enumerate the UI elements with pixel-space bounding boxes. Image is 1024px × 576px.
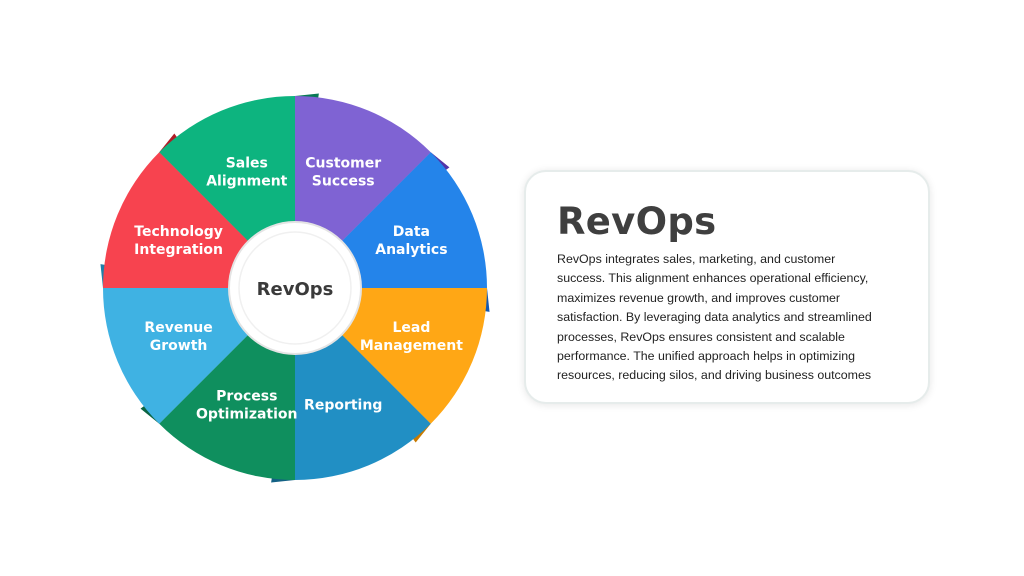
segment-reporting [295, 330, 431, 480]
segment-process-optimization-label-line: Optimization [196, 406, 297, 422]
segment-data-analytics-label-line: Data [393, 224, 430, 240]
segment-customer-success-label-line: Success [312, 174, 375, 190]
segment-revenue-growth [103, 288, 253, 424]
segment-revenue-growth-label-line: Growth [150, 338, 208, 354]
segment-data-analytics [337, 152, 487, 288]
description-card: RevOps RevOps integrates sales, marketin… [524, 170, 930, 404]
card-body-line: RevOps integrates sales, marketing, and … [557, 252, 836, 266]
card-body-line: success. This alignment enhances operati… [557, 271, 869, 286]
segment-sales-alignment [159, 96, 295, 246]
card-body-line: satisfaction. By leveraging data analyti… [557, 310, 872, 325]
segment-sales-alignment-label-line: Alignment [206, 174, 287, 190]
segment-reporting-label: Reporting [304, 397, 382, 413]
center-hub-inner-ring [238, 231, 352, 345]
hub-label: RevOps [257, 279, 334, 300]
card-title: RevOps [557, 200, 717, 243]
segment-lead-management-label-line: Lead [392, 320, 430, 336]
card-body-line: processes, RevOps ensures consistent and… [557, 329, 845, 344]
segment-technology-integration [103, 152, 253, 288]
segment-process-optimization-label-line: Process [216, 388, 277, 404]
segment-technology-integration-label-line: Integration [134, 242, 223, 258]
segment-data-analytics-label-line: Analytics [375, 242, 447, 258]
card-body-line: maximizes revenue growth, and improves c… [557, 290, 841, 305]
segment-customer-success-label-line: Customer [305, 156, 381, 172]
segment-sales-alignment-label-line: Sales [226, 156, 268, 172]
segment-lead-management [337, 288, 487, 424]
card-body-line: performance. The unified approach helps … [557, 349, 856, 364]
segment-reporting-label-line: Reporting [304, 397, 382, 413]
segment-customer-success [295, 96, 431, 246]
segment-process-optimization [159, 330, 295, 480]
segment-revenue-growth-label-line: Revenue [144, 320, 212, 336]
card-body-line: resources, reducing silos, and driving b… [557, 368, 872, 383]
card-body: RevOps integrates sales, marketing, and … [557, 250, 909, 386]
segment-lead-management-label-line: Management [360, 338, 463, 354]
center-hub [228, 221, 362, 355]
segment-technology-integration-label-line: Technology [134, 224, 223, 240]
